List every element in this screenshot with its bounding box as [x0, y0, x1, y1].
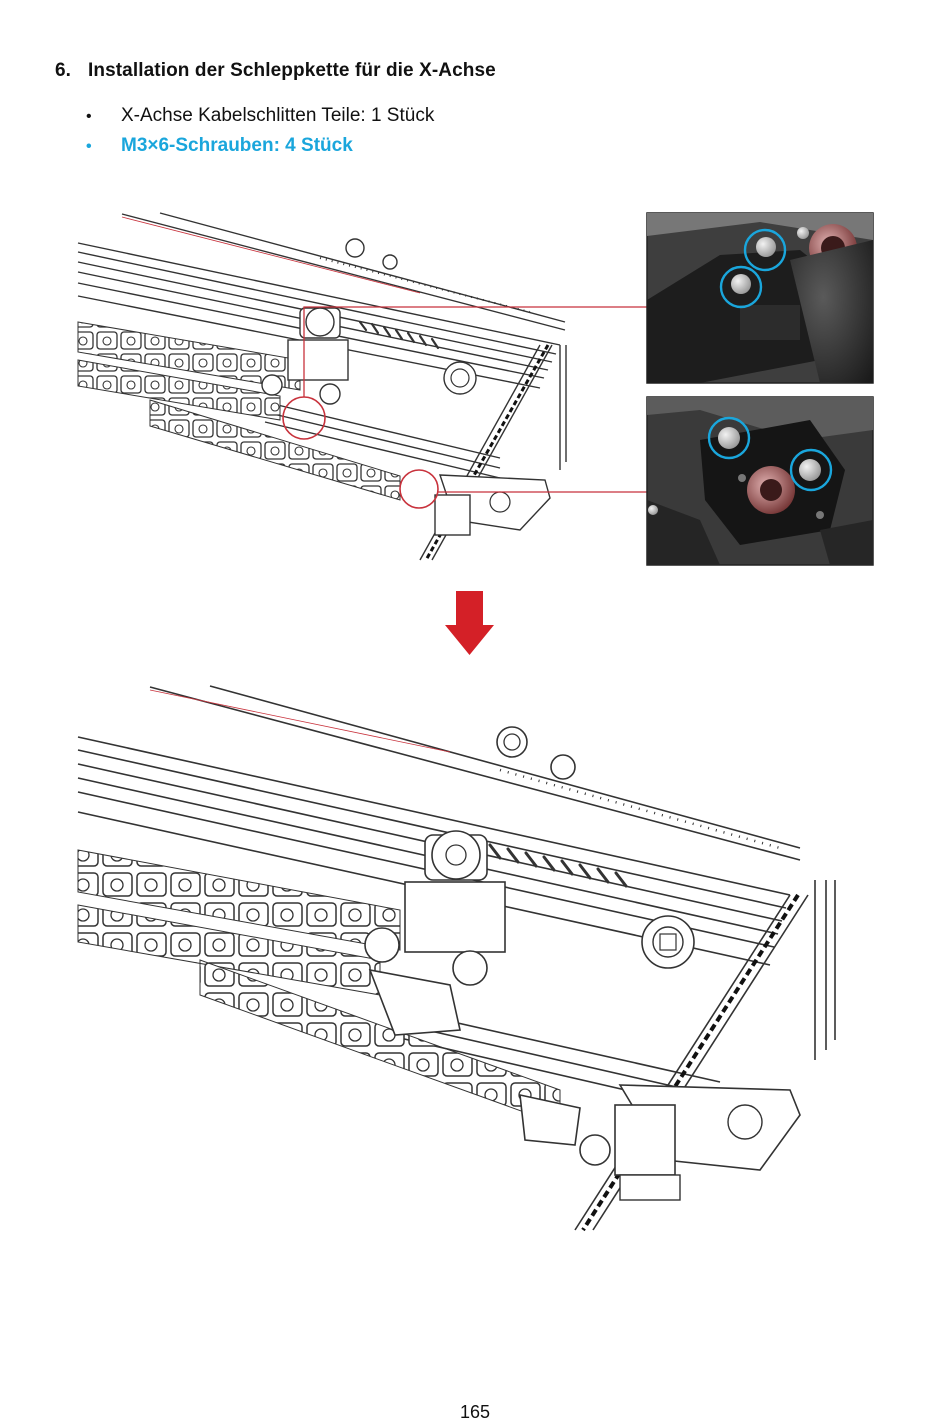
- detail-image-upper: [646, 212, 874, 384]
- list-item: • X-Achse Kabelschlitten Teile: 1 Stück: [86, 102, 434, 132]
- section-number: 6.: [55, 60, 72, 81]
- part-text: M3×6-Schrauben: 4 Stück: [121, 135, 353, 156]
- bullet-icon: •: [86, 108, 92, 125]
- page-number: 165: [459, 1402, 491, 1422]
- detail-image-lower: [646, 396, 874, 566]
- part-text: X-Achse Kabelschlitten Teile: 1 Stück: [121, 105, 435, 126]
- parts-list: • X-Achse Kabelschlitten Teile: 1 Stück •…: [86, 102, 434, 162]
- down-arrow-icon: [445, 591, 494, 655]
- section-heading: 6. Installation der Schleppkette für die …: [55, 60, 496, 82]
- bottom-assembly-drawing: [77, 685, 836, 1232]
- bullet-icon: •: [86, 138, 92, 155]
- section-title: Installation der Schleppkette für die X-…: [88, 60, 496, 81]
- top-assembly-drawing: [77, 212, 648, 561]
- list-item: • M3×6-Schrauben: 4 Stück: [86, 132, 434, 162]
